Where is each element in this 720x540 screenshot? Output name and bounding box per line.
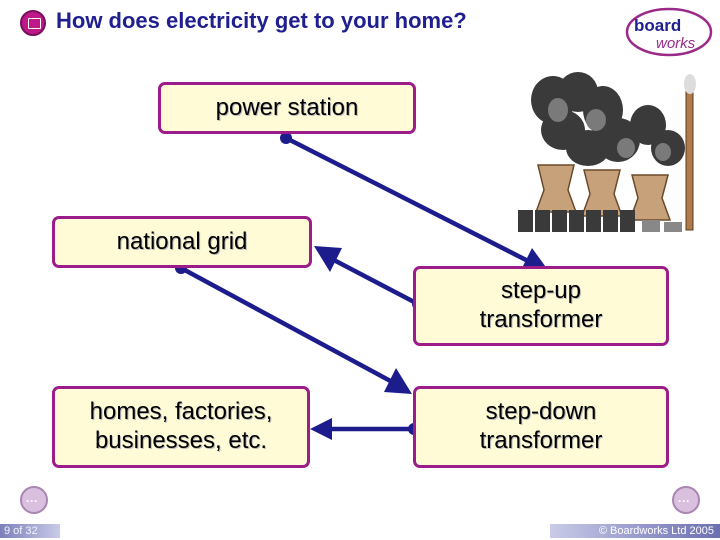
- box-step-down-line1: step-down: [485, 398, 597, 426]
- arrow-power-to-stepup: [284, 135, 532, 265]
- box-homes-line2: businesses, etc.: [94, 427, 268, 454]
- box-power-station: power station: [158, 82, 416, 134]
- box-step-up-line1: step-up: [500, 277, 582, 305]
- page-counter: 9 of 32: [0, 524, 60, 538]
- copyright: © Boardworks Ltd 2005: [550, 524, 720, 538]
- presentation-icon: [20, 10, 46, 36]
- logo-line1: board: [634, 16, 681, 35]
- arrow-stepup-to-grid: [328, 256, 420, 306]
- logo-line2: works: [656, 35, 696, 52]
- box-step-down-line2: transformer: [479, 427, 603, 454]
- box-power-station-label: power station: [215, 93, 359, 121]
- box-step-up-line2: transformer: [479, 306, 603, 333]
- box-national-grid: national grid: [52, 216, 312, 268]
- box-step-down-transformer: step-down transformer: [413, 386, 669, 468]
- power-station-illustration: [518, 72, 696, 232]
- boardworks-logo: board works: [625, 7, 713, 57]
- box-national-grid-label: national grid: [116, 227, 248, 255]
- page-title: How does electricity get to your home?: [56, 8, 467, 33]
- back-icon[interactable]: ···: [20, 486, 48, 514]
- box-homes-line1: homes, factories,: [89, 398, 273, 426]
- box-homes-factories: homes, factories, businesses, etc.: [52, 386, 310, 468]
- arrow-grid-to-stepdown: [179, 266, 398, 386]
- box-step-up-transformer: step-up transformer: [413, 266, 669, 346]
- forward-icon[interactable]: ···: [672, 486, 700, 514]
